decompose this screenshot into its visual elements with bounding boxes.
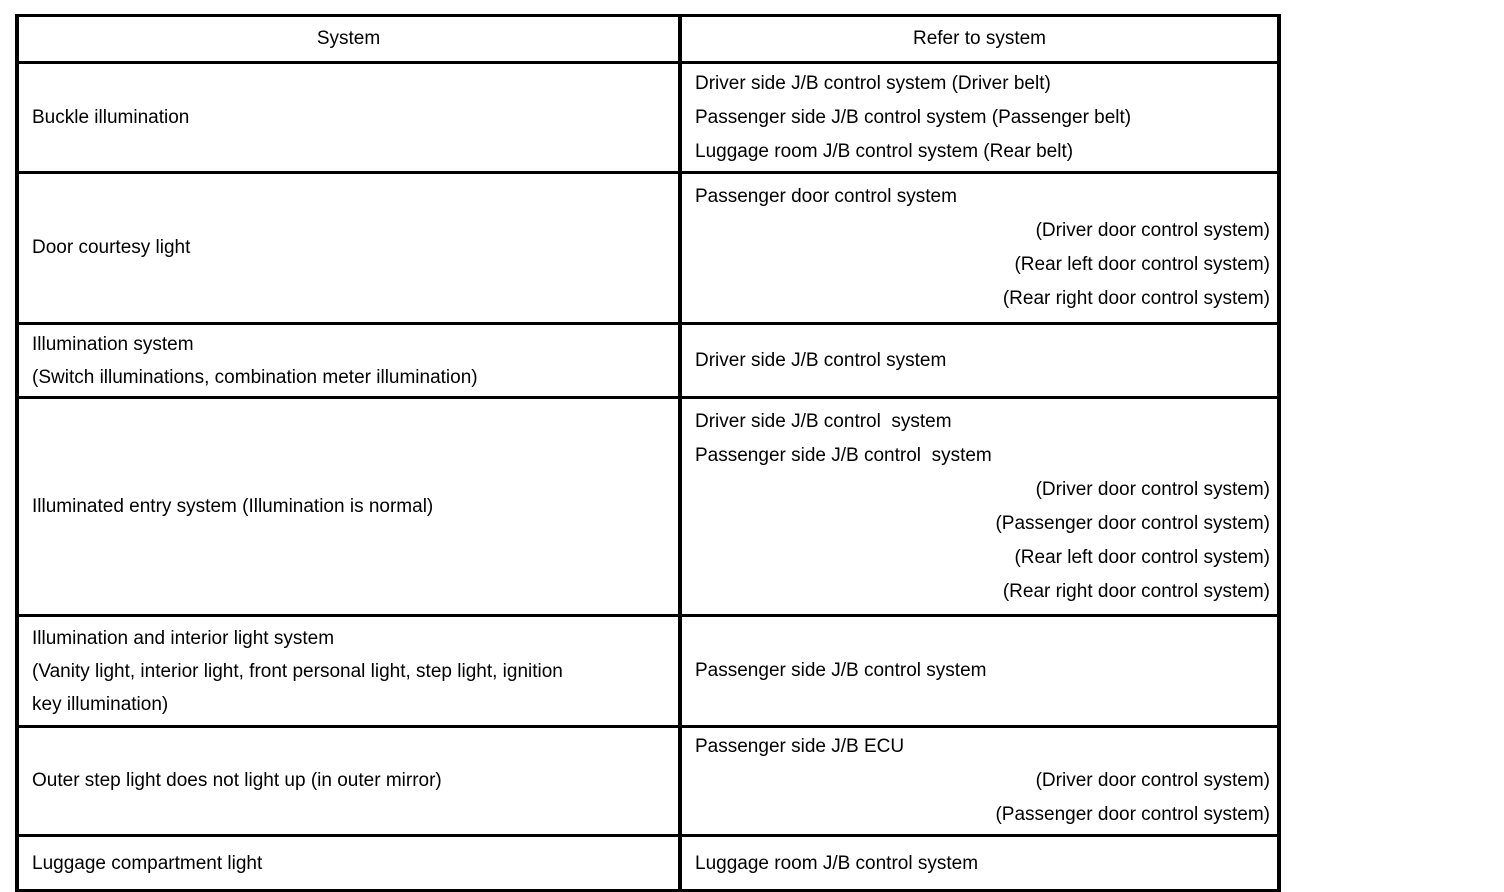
refer-line: (Rear left door control system) [1014, 254, 1270, 275]
refer-line: Passenger side J/B ECU [695, 736, 905, 757]
cell-system-illumination-and-interior-light-system: Illumination and interior light system (V… [17, 615, 682, 728]
system-lines: Outer step light does not light up (in o… [19, 764, 678, 798]
table-header: System Refer to system [17, 15, 1279, 64]
system-lines: Door courtesy light [19, 231, 678, 265]
refer-line: (Driver door control system) [1035, 478, 1270, 500]
cell-system-outer-step-light: Outer step light does not light up (in o… [17, 726, 682, 837]
system-line: Door courtesy light [32, 237, 191, 258]
reference-table-container: System Refer to system Buckle illuminati… [15, 14, 1281, 892]
cell-refer-luggage-compartment-light: Luggage room J/B control system [680, 835, 1279, 892]
cell-refer-door-courtesy-light: Passenger door control system (Driver doo… [680, 172, 1279, 325]
table-row: Illuminated entry system (Illumination i… [17, 397, 1279, 617]
cell-refer-buckle-illumination: Driver side J/B control system (Driver b… [680, 62, 1279, 174]
refer-line: Driver side J/B control system [695, 410, 952, 432]
column-header-refer-to-system-label: Refer to system [912, 28, 1047, 49]
column-header-system-label: System [316, 28, 381, 49]
cell-system-buckle-illumination: Buckle illumination [17, 62, 682, 174]
system-line: (Vanity light, interior light, front per… [32, 660, 563, 682]
cell-refer-outer-step-light: Passenger side J/B ECU (Driver door contr… [680, 726, 1279, 837]
refer-line: (Passenger door control system) [995, 804, 1270, 825]
table-row: Illumination system (Switch illuminations… [17, 323, 1279, 399]
refer-lines: Driver side J/B control system (Driver b… [682, 67, 1277, 169]
system-lines: Illumination system (Switch illuminations… [19, 328, 678, 394]
system-lines: Luggage compartment light [19, 847, 678, 880]
cell-system-door-courtesy-light: Door courtesy light [17, 172, 682, 325]
table-row: Luggage compartment light Luggage room J/… [17, 835, 1279, 892]
refer-line: Passenger door control system [695, 186, 957, 207]
system-line: Illumination and interior light system [32, 627, 335, 649]
cell-system-illuminated-entry-system: Illuminated entry system (Illumination i… [17, 397, 682, 617]
cell-refer-illumination-system: Driver side J/B control system [680, 323, 1279, 399]
refer-line: (Driver door control system) [1035, 770, 1270, 791]
refer-line: Passenger side J/B control system (Passe… [695, 106, 1132, 128]
table-row: Door courtesy light Passenger door contro… [17, 172, 1279, 325]
document-page: System Refer to system Buckle illuminati… [15, 14, 1281, 892]
refer-lines: Driver side J/B control system [682, 344, 1277, 378]
refer-line: (Passenger door control system) [995, 512, 1270, 534]
system-lines: Buckle illumination [19, 101, 678, 135]
system-lines: Illuminated entry system (Illumination i… [19, 490, 678, 524]
system-lines: Illumination and interior light system (V… [19, 622, 678, 721]
column-header-refer-to-system: Refer to system [680, 15, 1279, 64]
table-row: Outer step light does not light up (in o… [17, 726, 1279, 837]
refer-line: Driver side J/B control system (Driver b… [695, 72, 1051, 94]
refer-lines: Passenger door control system (Driver doo… [682, 180, 1277, 316]
table-row: Buckle illumination Driver side J/B contr… [17, 62, 1279, 174]
system-line: Illumination system [32, 333, 194, 355]
system-line: Illuminated entry system (Illumination i… [32, 495, 434, 517]
refer-line: (Rear right door control system) [1002, 580, 1270, 602]
refer-line: (Rear left door control system) [1014, 546, 1270, 568]
system-line: key illumination) [32, 693, 169, 715]
refer-line: Luggage room J/B control system [695, 852, 979, 874]
refer-line: (Driver door control system) [1035, 220, 1270, 241]
table-header-row: System Refer to system [17, 15, 1279, 64]
refer-lines: Luggage room J/B control system [682, 847, 1277, 880]
cell-refer-illumination-and-interior-light-system: Passenger side J/B control system [680, 615, 1279, 728]
refer-lines: Passenger side J/B control system [682, 654, 1277, 688]
refer-line: Luggage room J/B control system (Rear be… [695, 140, 1074, 162]
refer-line: (Rear right door control system) [1002, 288, 1270, 309]
table-row: Illumination and interior light system (V… [17, 615, 1279, 728]
cell-system-illumination-system: Illumination system (Switch illuminations… [17, 323, 682, 399]
refer-line: Passenger side J/B control system [695, 444, 992, 466]
system-line: Buckle illumination [32, 106, 190, 128]
refer-line: Driver side J/B control system [695, 349, 947, 371]
system-line: (Switch illuminations, combination meter… [32, 366, 478, 388]
system-line: Luggage compartment light [32, 852, 263, 874]
column-header-system: System [17, 15, 682, 64]
cell-system-luggage-compartment-light: Luggage compartment light [17, 835, 682, 892]
refer-line: Passenger side J/B control system [695, 660, 987, 681]
system-line: Outer step light does not light up (in o… [32, 770, 442, 791]
refer-lines: Passenger side J/B ECU (Driver door contr… [682, 730, 1277, 832]
system-reference-table: System Refer to system Buckle illuminati… [15, 14, 1281, 892]
